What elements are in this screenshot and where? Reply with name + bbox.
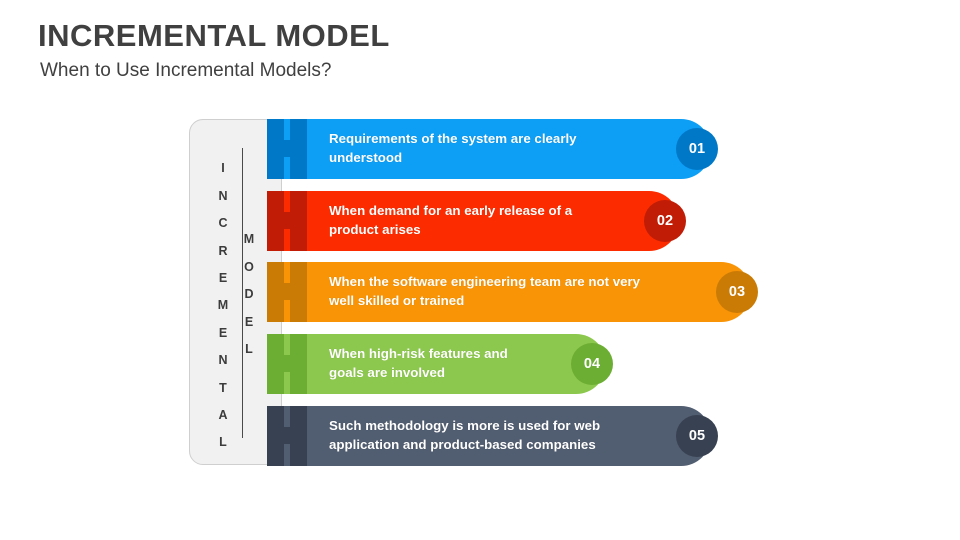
h-connector-icon <box>267 406 307 466</box>
vertical-letter: T <box>219 380 227 395</box>
connector-leg-right <box>290 119 307 179</box>
h-connector-icon <box>267 262 307 322</box>
h-connector-icon <box>267 334 307 394</box>
row-number-badge: 01 <box>676 128 718 170</box>
model-row[interactable]: Such methodology is more is used for web… <box>267 406 731 466</box>
row-text: Such methodology is more is used for web… <box>329 418 601 452</box>
row-bar[interactable] <box>267 406 711 466</box>
row-number-badge: 03 <box>716 271 758 313</box>
connector-leg-right <box>290 191 307 251</box>
model-row[interactable]: When high-risk features and goals are in… <box>267 334 626 394</box>
row-bar[interactable] <box>267 262 751 322</box>
model-row[interactable]: Requirements of the system are clearly u… <box>267 119 731 179</box>
row-bar[interactable] <box>267 334 606 394</box>
page-title: INCREMENTAL MODEL <box>38 18 390 53</box>
page-subtitle: When to Use Incremental Models? <box>40 60 332 81</box>
vertical-letter: M <box>243 232 255 247</box>
vertical-letter: O <box>244 259 254 274</box>
row-number-badge: 05 <box>676 415 718 457</box>
vertical-letter: C <box>218 216 228 231</box>
vertical-letter: E <box>218 271 228 285</box>
vertical-letter: D <box>244 287 254 302</box>
vertical-letter: I <box>221 161 225 176</box>
h-connector-icon <box>267 191 307 251</box>
row-text: Requirements of the system are clearly u… <box>329 131 577 165</box>
panel-divider <box>242 148 243 438</box>
connector-leg-right <box>290 334 307 394</box>
row-text: When demand for an early release of a pr… <box>329 203 573 237</box>
row-number-badge: 04 <box>571 343 613 385</box>
connector-leg-right <box>290 262 307 322</box>
vertical-letter: E <box>244 314 254 329</box>
vertical-letter: L <box>245 342 253 356</box>
vertical-letter: A <box>218 407 228 422</box>
vertical-letter: M <box>217 298 229 313</box>
vertical-letter: L <box>219 435 227 450</box>
row-text: When the software engineering team are n… <box>329 274 641 308</box>
model-row[interactable]: When demand for an early release of a pr… <box>267 191 699 251</box>
h-connector-icon <box>267 119 307 179</box>
row-bar[interactable] <box>267 119 711 179</box>
vertical-letter: R <box>218 243 228 258</box>
vertical-letter: N <box>218 353 228 368</box>
row-text: When high-risk features and goals are in… <box>329 346 508 380</box>
model-row[interactable]: When the software engineering team are n… <box>267 262 771 322</box>
row-number-badge: 02 <box>644 200 686 242</box>
connector-leg-right <box>290 406 307 466</box>
vertical-letter: N <box>218 188 228 203</box>
vertical-label-panel <box>189 119 282 465</box>
row-bar[interactable] <box>267 191 679 251</box>
vertical-letter: E <box>218 325 228 340</box>
